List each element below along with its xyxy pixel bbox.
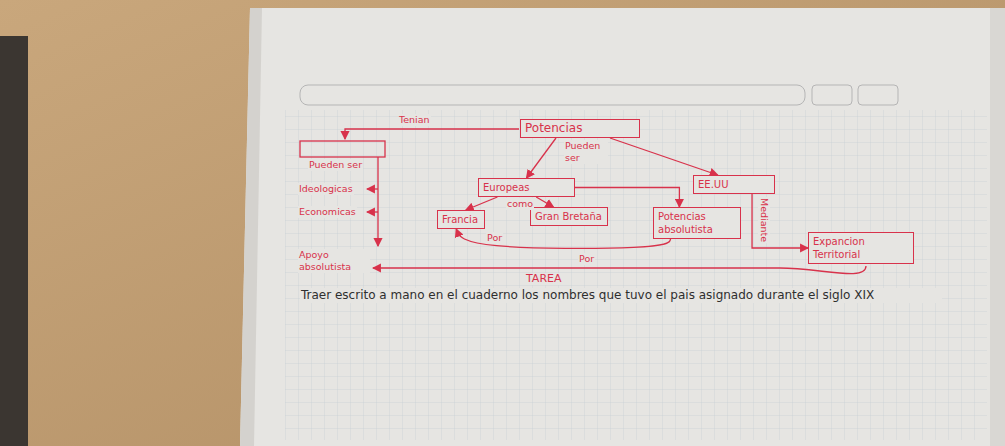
page-curl [990, 8, 1005, 446]
dark-object [0, 36, 28, 446]
node-text: Expancion Territorial [813, 235, 909, 261]
long-arrow [373, 266, 866, 274]
homework-heading: TAREA [525, 273, 563, 285]
concept-box: Francia [437, 210, 485, 229]
empty-box [300, 141, 385, 157]
edge-label: Pueden ser [564, 140, 608, 164]
concept-box: Potencias absolutista [653, 207, 741, 239]
concept-text: Ideologicas [298, 183, 354, 195]
connector-arrow [466, 197, 498, 210]
connector-word: Tenian [398, 114, 431, 126]
connector-arrow [527, 138, 557, 178]
header-field [858, 85, 898, 105]
node-text: Potencias [525, 122, 635, 135]
homework-note: Traer escrito a mano en el cuaderno los … [300, 288, 942, 303]
root-concept: Potencias [520, 119, 640, 138]
connector-word: Por [578, 253, 595, 265]
branch-arrow [367, 211, 378, 212]
header-field [812, 85, 852, 105]
header-field [300, 85, 805, 105]
node-text: Gran Bretaña [535, 210, 603, 223]
notebook-page [240, 8, 1005, 446]
edge-label: Mediante [758, 197, 770, 243]
node-text: Europeas [483, 181, 570, 194]
node-text: Potencias absolutista [658, 210, 736, 236]
concept-text: Economicas [298, 206, 357, 218]
concept-box: EE.UU [693, 175, 775, 194]
connector-arrow [536, 197, 553, 207]
edge-label: como [506, 198, 534, 210]
concept-text: Apoyo absolutista [298, 249, 370, 273]
concept-box: Expancion Territorial [808, 232, 914, 264]
connector-arrow [610, 138, 718, 175]
connector-arrow [575, 188, 679, 208]
connector-arrow [456, 229, 670, 248]
arrow-line [345, 129, 519, 139]
branch-line [377, 157, 378, 246]
connector-word: Pueden ser [308, 159, 363, 171]
grid-paper [285, 110, 987, 440]
node-text: Francia [442, 213, 480, 226]
edge-label: Por [486, 232, 503, 244]
page-edge [240, 8, 262, 446]
concept-box: Europeas [478, 178, 575, 197]
branch-arrow [367, 188, 378, 189]
connector-arrow [752, 194, 808, 248]
node-text: EE.UU [698, 178, 770, 191]
concept-box: Gran Bretaña [530, 207, 608, 226]
